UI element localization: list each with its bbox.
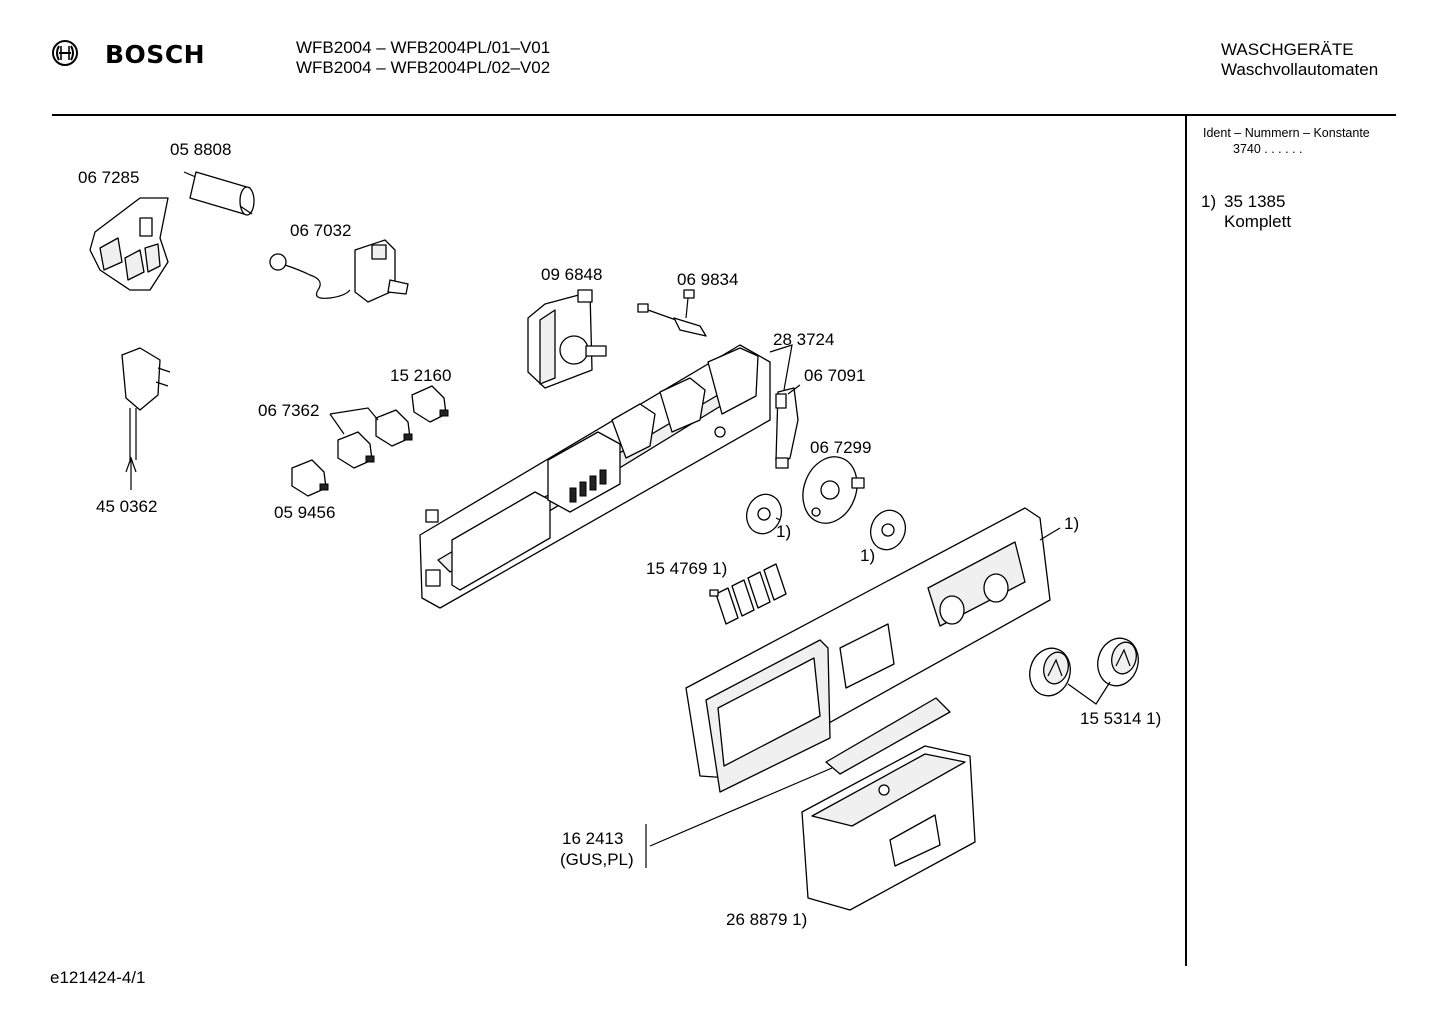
note-text: Komplett <box>1224 212 1292 231</box>
label-067362: 06 7362 <box>258 401 320 420</box>
label-268879: 26 8879 1) <box>726 910 808 929</box>
knob-right-part <box>1097 637 1139 687</box>
switch-part-067362-b <box>337 431 375 469</box>
ident-title: Ident – Nummern – Konstante <box>1203 126 1370 140</box>
bosch-logo <box>50 38 80 73</box>
program-selector-part <box>527 289 607 389</box>
label-note-knob-left: 1) <box>776 522 792 541</box>
label-067032: 06 7032 <box>290 221 352 240</box>
label-096848: 09 6848 <box>541 265 603 284</box>
knob-adapter-left-part <box>745 493 783 535</box>
sidebar-rule <box>1185 116 1187 966</box>
label-058808: 05 8808 <box>170 140 232 159</box>
detergent-drawer-part <box>801 745 976 911</box>
thermostat-part <box>269 239 409 303</box>
power-plug-part <box>121 347 171 490</box>
label-059456: 05 9456 <box>274 503 336 522</box>
label-067091: 06 7091 <box>804 366 866 385</box>
knob-holder-part <box>802 456 865 524</box>
label-283724: 28 3724 <box>773 330 835 349</box>
brand-name: BOSCH <box>105 40 206 69</box>
switch-part-067362-a <box>375 409 413 447</box>
label-067299: 06 7299 <box>810 438 872 457</box>
label-155314: 15 5314 1) <box>1080 709 1162 728</box>
front-fascia-part <box>685 507 1051 793</box>
indicator-lamp-part <box>637 289 707 337</box>
note-number: 35 1385 <box>1224 192 1286 211</box>
bosch-armature-icon <box>52 40 78 66</box>
model-line-1: WFB2004 – WFB2004PL/01–V01 <box>296 38 551 57</box>
label-162413-variant: (GUS,PL) <box>560 850 634 869</box>
label-152160: 15 2160 <box>390 366 452 385</box>
note-marker: 1) <box>1201 192 1217 211</box>
bracket-part <box>769 344 801 469</box>
header-rule <box>52 114 1396 116</box>
capacitor-part <box>183 171 255 216</box>
switch-part-059456 <box>291 459 329 497</box>
category-2: Waschvollautomaten <box>1221 60 1379 79</box>
switch-part-152160 <box>411 385 449 423</box>
knob-adapter-right-part <box>869 509 907 551</box>
label-069834: 06 9834 <box>677 270 739 289</box>
ident-value: 3740 . . . . . . <box>1233 142 1303 156</box>
label-450362: 45 0362 <box>96 497 158 516</box>
label-162413: 16 2413 <box>562 829 624 848</box>
push-buttons-part <box>709 563 787 625</box>
category-1: WASCHGERÄTE <box>1221 40 1354 59</box>
decor-strip-part <box>825 697 951 775</box>
label-note-knob-right: 1) <box>860 546 876 565</box>
model-line-2: WFB2004 – WFB2004PL/02–V02 <box>296 58 551 77</box>
label-067285: 06 7285 <box>78 168 140 187</box>
label-note-panel: 1) <box>1064 514 1080 533</box>
label-154769: 15 4769 1) <box>646 559 728 578</box>
exploded-parts-drawing <box>89 171 1139 911</box>
control-panel-frame-part <box>419 344 771 609</box>
drawing-id: e121424-4/1 <box>50 968 146 987</box>
terminal-block-part <box>89 197 169 291</box>
knob-left-part <box>1029 647 1071 697</box>
